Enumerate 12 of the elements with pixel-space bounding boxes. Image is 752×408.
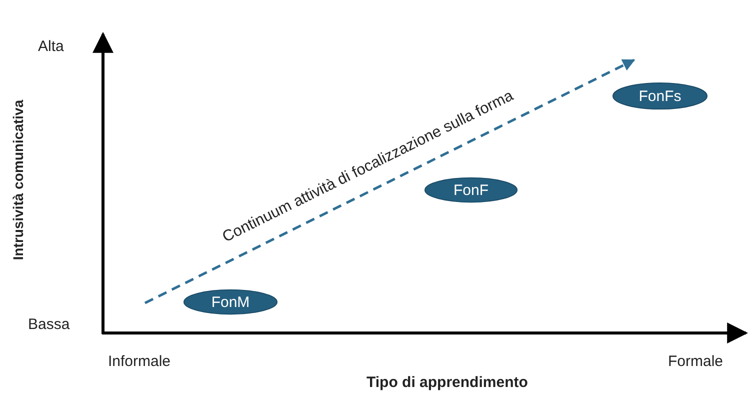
ellipse-node: [183, 289, 278, 315]
axis-title: Tipo di apprendimento: [366, 374, 528, 390]
ellipse-node: [612, 82, 708, 110]
axis-title: Intrusività comunicativa: [10, 100, 26, 260]
axis-value-label: Formale: [668, 353, 724, 370]
axis-value-label: Alta: [38, 38, 64, 55]
node-label: FonM: [211, 294, 250, 310]
axis-value-label: Bassa: [28, 316, 70, 333]
ellipse-node: [424, 177, 518, 203]
node-label: FonF: [453, 182, 488, 198]
axis-value-label: Informale: [108, 353, 171, 370]
node-label: FonFs: [638, 88, 682, 104]
